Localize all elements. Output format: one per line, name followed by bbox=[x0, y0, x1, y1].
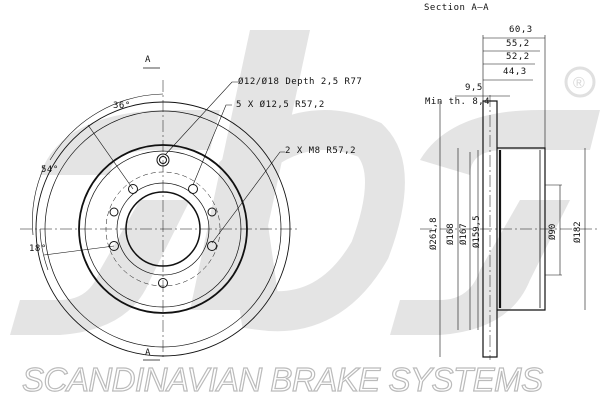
callout-threads: 2 X M8 R57,2 bbox=[285, 146, 357, 156]
section-view bbox=[420, 35, 600, 360]
min-thickness: Min th. 8,4 bbox=[425, 97, 491, 107]
callout-bolts: 5 X Ø12,5 R57,2 bbox=[236, 100, 325, 110]
bolt-hole bbox=[207, 241, 217, 251]
dim-52-2: 52,2 bbox=[506, 52, 530, 62]
bolt-hole bbox=[128, 184, 138, 194]
dim-168: Ø168 bbox=[446, 223, 456, 245]
section-title: Section A–A bbox=[424, 3, 490, 13]
dim-167: Ø167 bbox=[459, 223, 469, 245]
section-marker-bottom: A bbox=[145, 348, 151, 358]
disc-section bbox=[482, 100, 498, 358]
front-view bbox=[20, 67, 300, 361]
center-bore bbox=[125, 191, 201, 267]
registered-mark: ® bbox=[573, 75, 585, 92]
section-marker-top: A bbox=[145, 55, 151, 65]
outer-edge bbox=[35, 101, 291, 357]
bolt-hole bbox=[188, 184, 198, 194]
sbs-watermark-logo bbox=[10, 30, 600, 335]
angle-36-label: 36° bbox=[113, 101, 131, 111]
dim-261-8: Ø261,8 bbox=[429, 217, 439, 250]
dim-159-5: Ø159,5 bbox=[472, 215, 482, 248]
dim-60-3: 60,3 bbox=[509, 25, 533, 35]
brand-tagline: SCANDINAVIAN BRAKE SYSTEMS bbox=[21, 361, 543, 398]
angle-18-label: 18° bbox=[29, 244, 47, 254]
angle-54-label: 54° bbox=[41, 165, 59, 175]
bolt-hole bbox=[109, 241, 119, 251]
hat-edge bbox=[78, 144, 248, 314]
dim-55-2: 55,2 bbox=[506, 39, 530, 49]
dim-182: Ø182 bbox=[573, 221, 583, 243]
dim-90: Ø90 bbox=[548, 223, 558, 240]
bolt-hole bbox=[158, 278, 168, 288]
dim-thickness: 9,5 bbox=[465, 83, 483, 93]
callout-hole: Ø12/Ø18 Depth 2,5 R77 bbox=[238, 77, 363, 87]
dim-44-3: 44,3 bbox=[503, 67, 527, 77]
